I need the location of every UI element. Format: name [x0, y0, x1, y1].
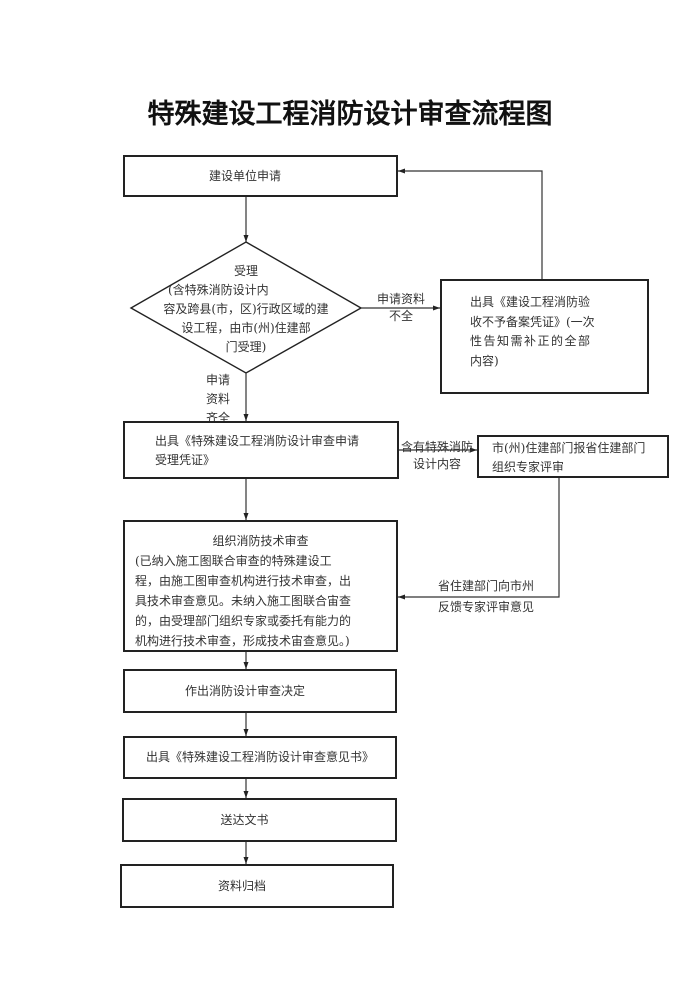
- edge-label-line: 不全: [388, 309, 413, 323]
- edge-label-line: 申请资料: [376, 292, 425, 306]
- incomplete-line: 性告知需补正的全部: [470, 334, 592, 348]
- accept-line: (含特殊消防设计内: [168, 283, 269, 297]
- technical-line: (已纳入施工图联合审查的特殊建设工: [135, 554, 332, 568]
- accept-line: 设工程，由市(州)住建部: [181, 321, 311, 335]
- edge-label-line: 省住建部门向市州: [437, 579, 534, 593]
- incomplete-line: 内容): [470, 353, 499, 368]
- page-title: 特殊建设工程消防设计审查流程图: [147, 99, 553, 130]
- node-accept-text: 受理 (含特殊消防设计内 容及跨县(市，区)行政区域的建 设工程，由市(州)住建…: [146, 262, 346, 357]
- edge-label-incomplete: 申请资料 不全: [368, 291, 434, 325]
- node-opinion-label: 出具《特殊建设工程消防设计审查意见书》: [145, 750, 374, 764]
- edge-incomplete-back-to-apply: [398, 168, 543, 279]
- edge-label-complete: 申请 资料 齐全: [198, 371, 238, 428]
- certificate-line: 出具《特殊建设工程消防设计审查申请: [155, 434, 360, 448]
- edge-label-line: 含有特殊消防: [400, 440, 473, 454]
- edge-label-line: 设计内容: [412, 457, 461, 471]
- incomplete-line: 出具《建设工程消防验: [470, 295, 591, 309]
- node-decision-label: 作出消防设计审查决定: [184, 683, 305, 698]
- technical-heading: 组织消防技术审查: [212, 534, 309, 548]
- edge-label-line: 申请: [205, 373, 230, 387]
- node-acceptance-certificate: 出具《特殊建设工程消防设计审查申请 受理凭证》: [123, 421, 399, 479]
- technical-line: 机构进行技术审查，形成技术宙查意见。): [135, 634, 350, 648]
- node-expert-review: 市(州)住建部门报省住建部门 组织专家评审: [477, 435, 669, 478]
- edge-label-special-content: 含有特殊消防 设计内容: [397, 439, 477, 473]
- incomplete-line: 收不予备案凭证》(一次: [470, 314, 595, 329]
- node-opinion-letter: 出具《特殊建设工程消防设计审查意见书》: [123, 736, 397, 779]
- node-apply: 建设单位申请: [123, 155, 398, 197]
- technical-line: 的，由受理部门组织专家或委托有能力的: [135, 614, 352, 628]
- accept-line: 容及跨县(市，区)行政区域的建: [163, 302, 329, 316]
- node-incomplete-notice: 出具《建设工程消防验 收不予备案凭证》(一次 性告知需补正的全部 内容): [440, 279, 649, 394]
- node-archive-label: 资料归档: [217, 878, 266, 893]
- edge-label-line: 资料: [205, 392, 230, 406]
- expert-line: 市(州)住建部门报省住建部门: [492, 441, 646, 455]
- certificate-line: 受理凭证》: [155, 453, 216, 467]
- node-deliver-label: 送达文书: [220, 812, 269, 827]
- node-decision: 作出消防设计审查决定: [123, 669, 397, 713]
- expert-line: 组织专家评审: [492, 460, 565, 474]
- technical-line: 具技术审查意见。未纳入施工图联合宙查: [135, 594, 352, 608]
- edge-expert-feedback: [398, 478, 560, 600]
- node-apply-label: 建设单位申请: [209, 169, 282, 183]
- technical-line: 程，由施工图审查机构进行技术审查，出: [135, 574, 352, 588]
- accept-line: 受理: [233, 264, 258, 278]
- edge-label-line: 反馈专家评审意见: [437, 600, 534, 614]
- accept-line: 门受理): [225, 340, 267, 354]
- node-archive: 资料归档: [120, 864, 394, 908]
- edge-label-feedback: 省住建部门向市州 反馈专家评审意见: [416, 578, 556, 616]
- node-technical-review: 组织消防技术审查 (已纳入施工图联合审查的特殊建设工 程，由施工图审查机构进行技…: [123, 520, 398, 652]
- node-deliver: 送达文书: [122, 798, 397, 842]
